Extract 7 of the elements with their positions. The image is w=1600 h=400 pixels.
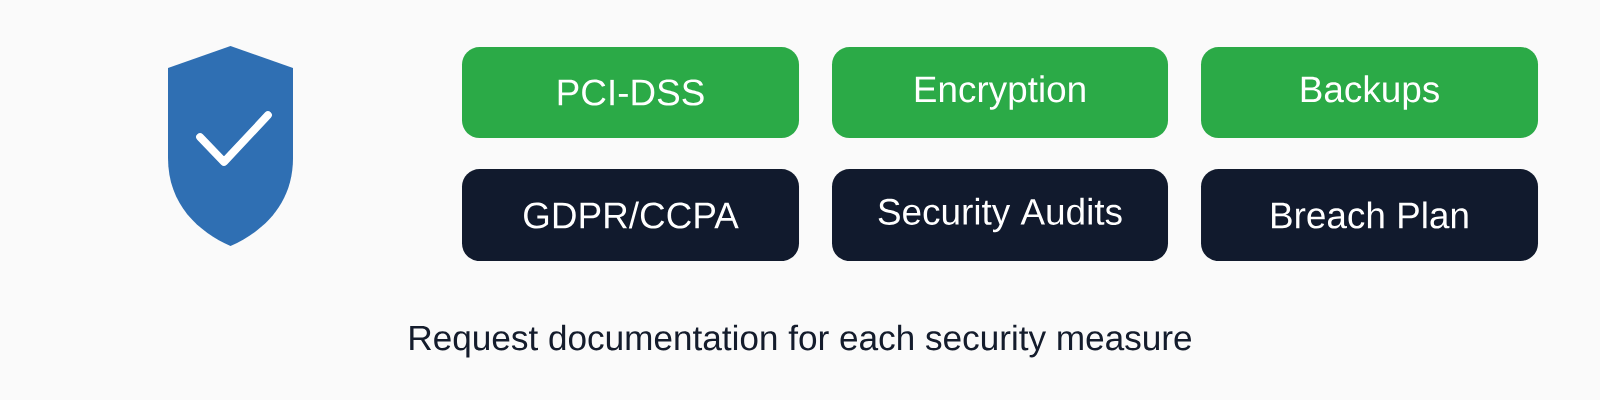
category-box: Backups — [1201, 47, 1538, 138]
category-box: Breach Plan — [1201, 169, 1538, 261]
category-box: Encryption — [832, 47, 1168, 138]
caption-text: Request documentation for each security measure — [410, 324, 1191, 358]
category-box: PCI-DSS — [462, 47, 799, 138]
category-box: GDPR/CCPA — [462, 169, 799, 261]
category-box: Security Audits — [832, 169, 1168, 261]
